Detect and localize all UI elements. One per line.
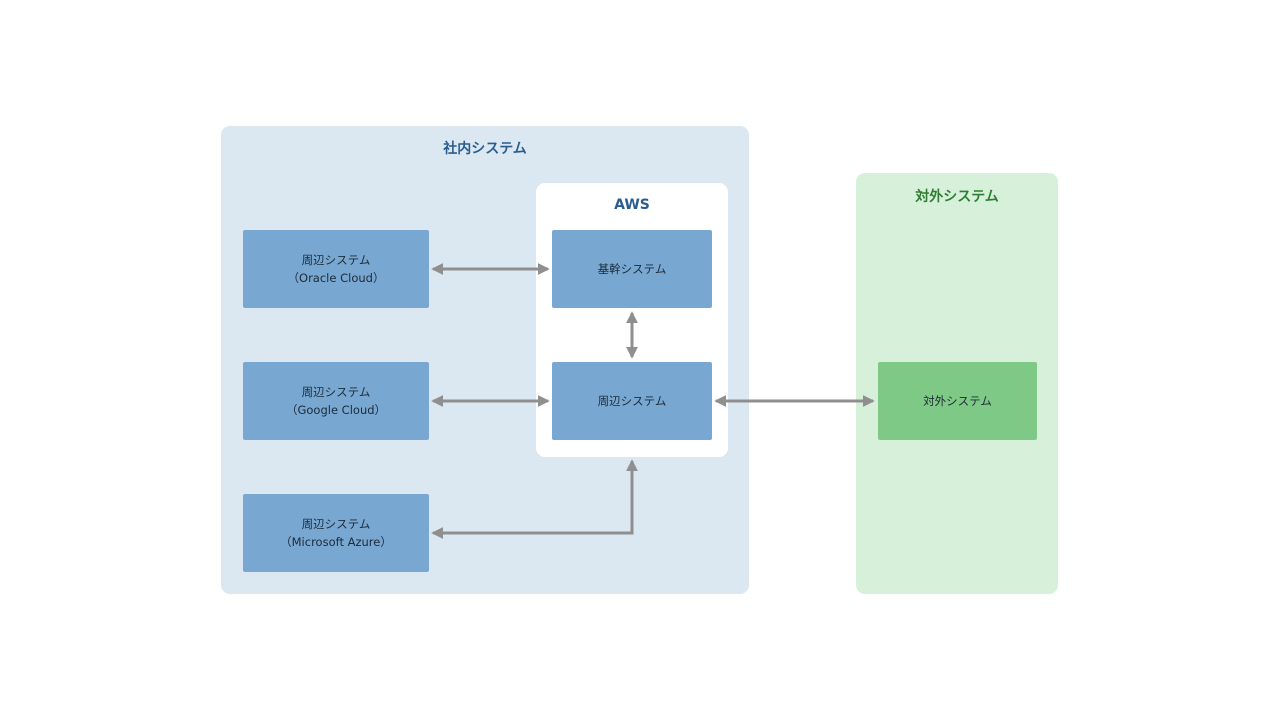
node-label-line1: 周辺システム [301, 253, 371, 267]
external-system-title: 対外システム [915, 189, 999, 205]
node-label-line1: 周辺システム [301, 385, 371, 399]
node-label-line2: （Microsoft Azure） [280, 535, 392, 549]
node-label: 基幹システム [597, 262, 667, 276]
node-peripheral-aws: 周辺システム [552, 362, 712, 440]
node-peripheral-google-cloud: 周辺システム （Google Cloud） [243, 362, 429, 440]
node-peripheral-oracle-cloud: 周辺システム （Oracle Cloud） [243, 230, 429, 308]
internal-system-title: 社内システム [443, 141, 527, 157]
node-core-system: 基幹システム [552, 230, 712, 308]
node-label-line1: 周辺システム [301, 517, 371, 531]
node-peripheral-microsoft-azure: 周辺システム （Microsoft Azure） [243, 494, 429, 572]
node-external-system: 対外システム [878, 362, 1037, 440]
node-label-line2: （Oracle Cloud） [287, 271, 385, 285]
aws-title: AWS [614, 197, 650, 213]
node-label: 周辺システム [597, 394, 667, 408]
node-label-line2: （Google Cloud） [285, 403, 387, 417]
node-label: 対外システム [923, 394, 992, 408]
